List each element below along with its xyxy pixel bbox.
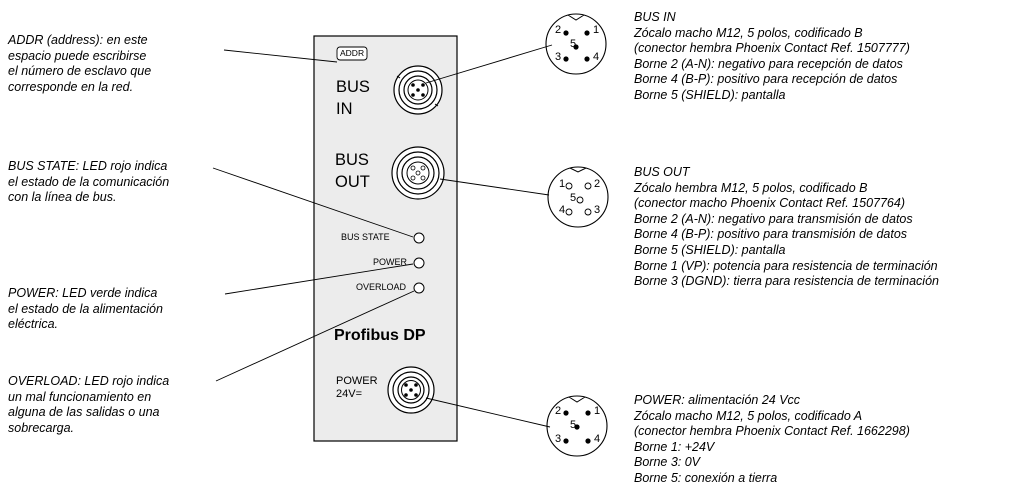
power-pin-4: 4 <box>594 433 601 445</box>
addr-label: ADDR <box>340 48 365 58</box>
leader-lines <box>212 44 553 428</box>
bus-state-led-label: BUS STATE <box>341 232 390 242</box>
power-label-line1: POWER <box>336 375 378 387</box>
bus-state-led <box>413 232 425 244</box>
power-led-label: POWER <box>373 257 408 267</box>
addr-annotation: ADDR (address): en este espacio puede es… <box>8 33 152 94</box>
addr-box <box>336 46 368 61</box>
power-pin-5: 5 <box>570 419 577 431</box>
bus-in-pinout-drawing <box>545 13 607 75</box>
bus-in-pin-3: 3 <box>555 51 562 63</box>
bus-out-label-line2: OUT <box>335 173 370 191</box>
bus-in-pin-1: 1 <box>593 24 600 36</box>
bus-out-connector <box>391 146 445 200</box>
power-pin-3: 3 <box>555 433 562 445</box>
power-pin-1: 1 <box>594 405 601 417</box>
bus-out-pinout-drawing <box>547 166 609 228</box>
bus-out-pin-4: 4 <box>559 204 566 216</box>
power-connector <box>387 366 435 414</box>
module-title: Profibus DP <box>334 327 426 344</box>
overload-annotation: OVERLOAD: LED rojo indica un mal funcion… <box>8 374 170 435</box>
power-pinout-drawing <box>546 395 608 457</box>
bus-out-annotation: BUS OUT Zócalo hembra M12, 5 polos, codi… <box>634 165 939 289</box>
bus-in-pin-5: 5 <box>570 38 577 50</box>
bus-out-pin-5: 5 <box>570 192 577 204</box>
power-label: POWER 24V= <box>336 375 378 401</box>
bus-out-pin-3: 3 <box>594 204 601 216</box>
power-led-annotation: POWER: LED verde indica el estado de la … <box>8 286 163 332</box>
bus-in-connector <box>393 65 443 115</box>
bus-in-annotation: BUS IN Zócalo macho M12, 5 polos, codifi… <box>634 10 910 102</box>
power-led <box>413 257 425 269</box>
bus-out-label-line1: BUS <box>335 151 369 169</box>
bus-out-label: BUS OUT <box>335 149 370 193</box>
power-connector-annotation: POWER: alimentación 24 Vcc Zócalo macho … <box>634 393 910 485</box>
bus-out-pin-2: 2 <box>594 178 601 190</box>
power-pin-2: 2 <box>555 405 562 417</box>
overload-led-label: OVERLOAD <box>356 282 407 292</box>
bus-in-label: BUS IN <box>336 76 370 120</box>
bus-out-pin-1: 1 <box>559 178 566 190</box>
bus-in-pin-4: 4 <box>593 51 600 63</box>
bus-in-label-line2: IN <box>336 100 353 118</box>
power-label-line2: 24V= <box>336 388 362 400</box>
bus-state-annotation: BUS STATE: LED rojo indica el estado de … <box>8 159 170 205</box>
bus-in-label-line1: BUS <box>336 78 370 96</box>
bus-in-pin-2: 2 <box>555 24 562 36</box>
overload-led <box>413 282 425 294</box>
